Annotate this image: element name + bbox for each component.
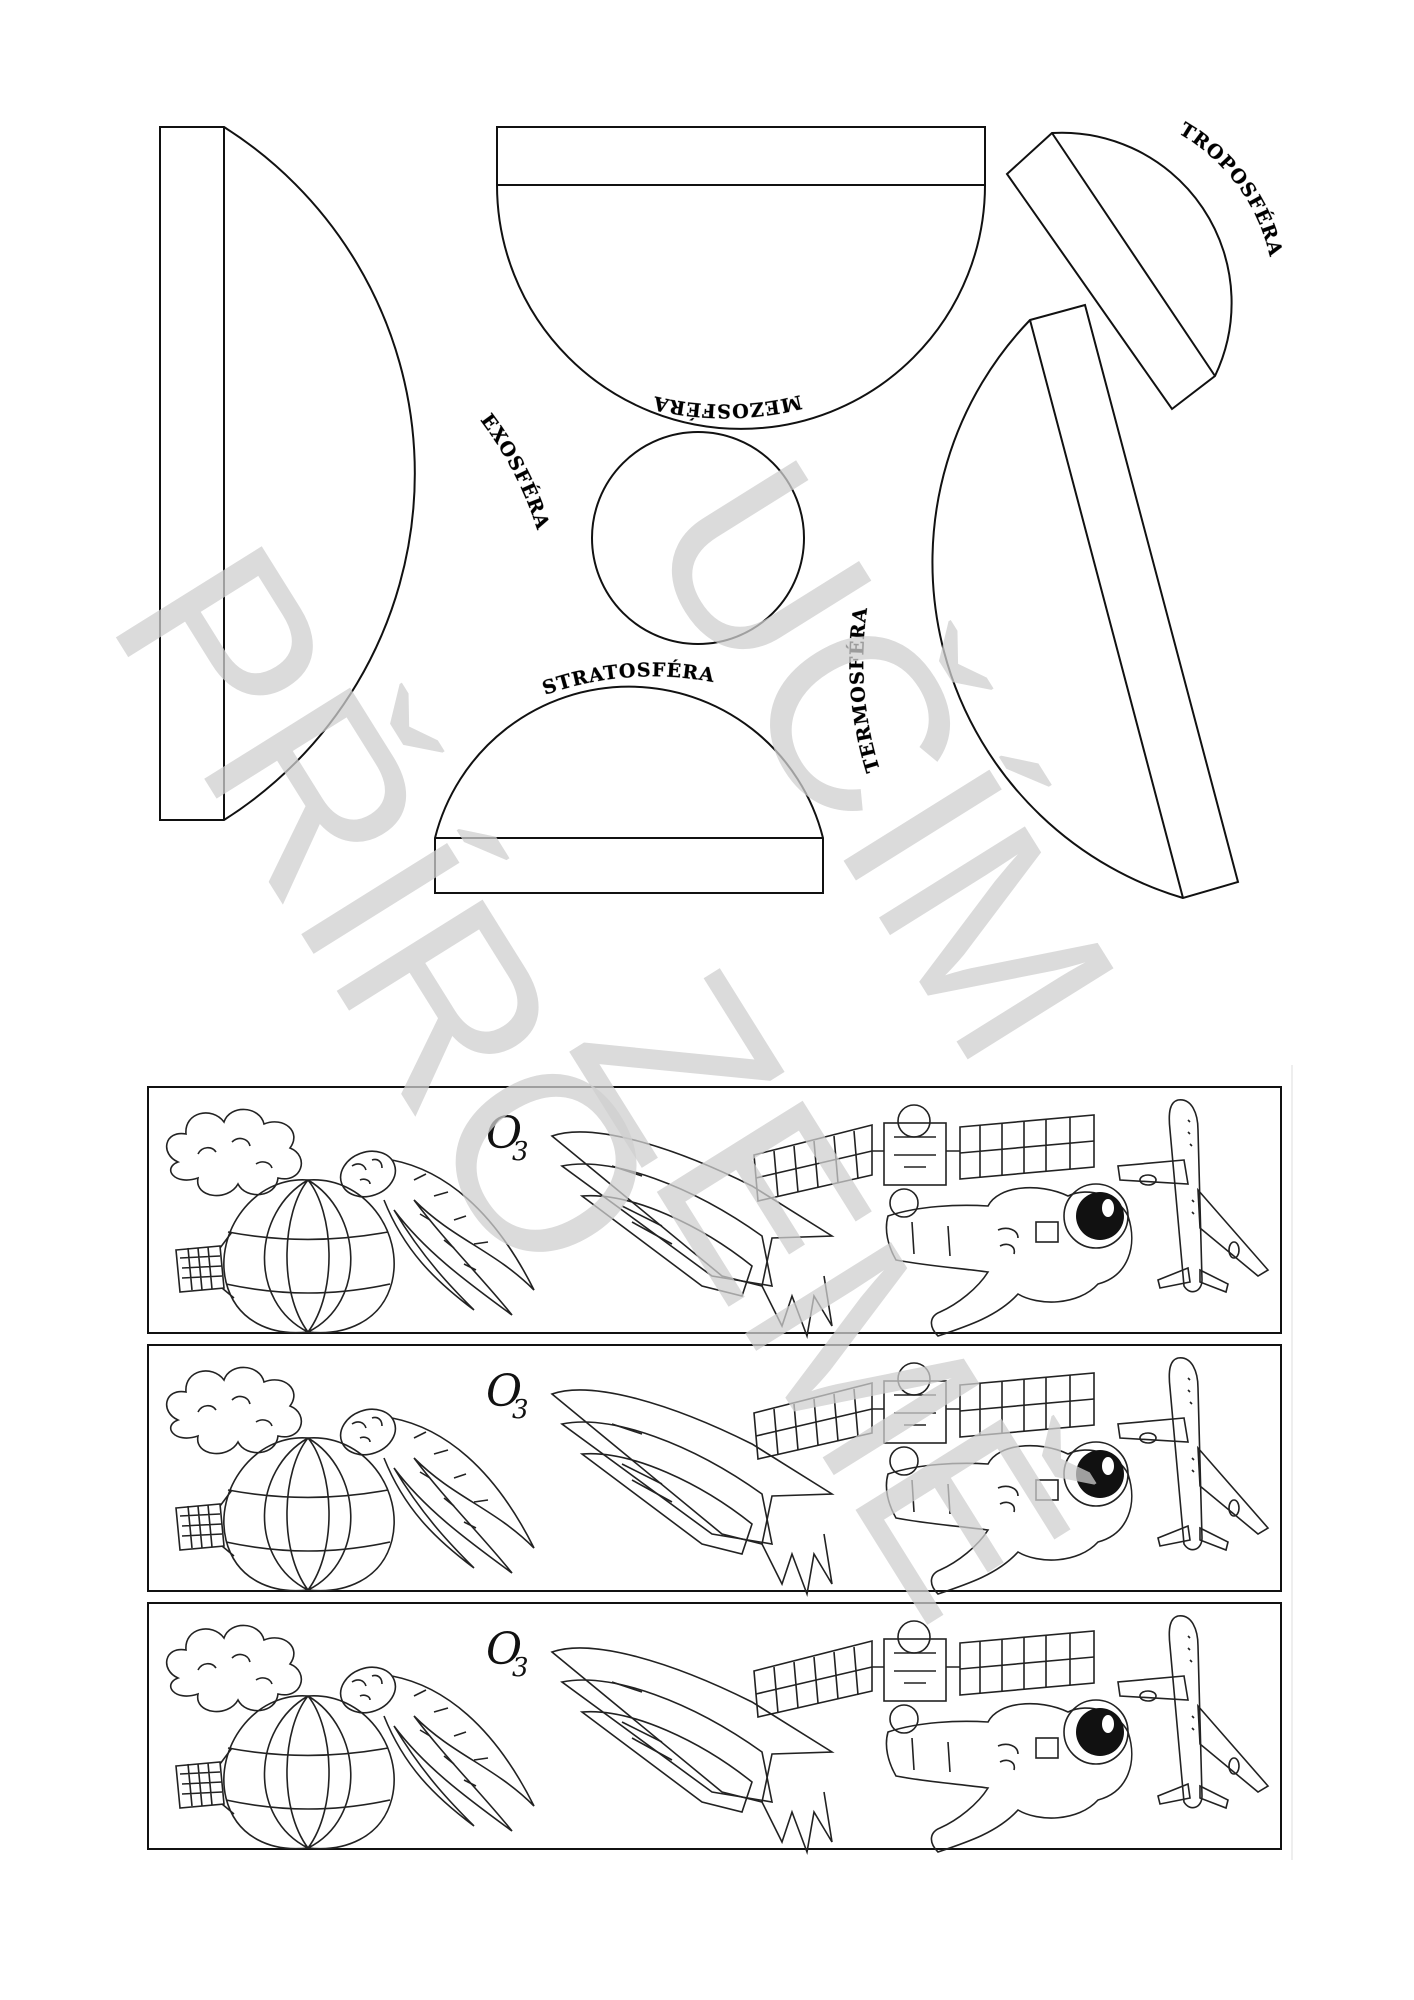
termosfera-piece — [931, 303, 1240, 900]
astronaut-icon — [885, 1699, 1133, 1853]
label-mezosfera: MEZOSFÉRA — [651, 390, 804, 421]
watermark-text-3: ZEMĚ — [520, 925, 1125, 1662]
watermark: PŘÍRO UČÍM ZEMĚ — [60, 415, 1170, 1662]
troposfera-piece — [1005, 131, 1233, 411]
center-circle — [591, 431, 805, 645]
satellite-icon — [753, 1620, 1095, 1734]
hot-air-balloon-icon — [175, 1694, 395, 1850]
ozone-subscript: 3 — [512, 1653, 529, 1683]
ozone-label: O — [486, 1108, 522, 1159]
label-exosfera: EXOSFÉRA — [476, 410, 554, 533]
airplane-icon — [1117, 1357, 1269, 1551]
astronaut-icon — [885, 1183, 1133, 1337]
watermark-text-2: UČÍM — [595, 415, 1170, 1105]
space-shuttle-icon — [551, 1389, 833, 1595]
hot-air-balloon-icon — [175, 1178, 395, 1334]
space-shuttle-icon — [551, 1131, 833, 1337]
label-stratosfera: STRATOSFÉRA — [540, 659, 717, 700]
picture-strip: O 3 — [147, 1602, 1282, 1853]
ozone-subscript: 3 — [512, 1137, 529, 1167]
satellite-icon — [753, 1104, 1095, 1218]
picture-strip: O 3 — [147, 1344, 1282, 1595]
airplane-icon — [1117, 1615, 1269, 1809]
label-troposfera: TROPOSFÉRA — [1175, 118, 1286, 259]
label-termosfera: TERMOSFÉRA — [845, 605, 885, 774]
stratosfera-piece — [434, 685, 824, 894]
mezosfera-piece — [496, 126, 986, 430]
watermark-text-1: PŘÍRO — [60, 500, 716, 1319]
ozone-subscript: 3 — [512, 1395, 529, 1425]
ozone-label: O — [486, 1366, 522, 1417]
airplane-icon — [1117, 1099, 1269, 1293]
space-shuttle-icon — [551, 1647, 833, 1853]
picture-strip: O 3 — [147, 1086, 1282, 1337]
ozone-label: O — [486, 1624, 522, 1675]
astronaut-icon — [885, 1441, 1133, 1595]
hot-air-balloon-icon — [175, 1436, 395, 1592]
satellite-icon — [753, 1362, 1095, 1476]
exosfera-piece — [159, 126, 416, 821]
